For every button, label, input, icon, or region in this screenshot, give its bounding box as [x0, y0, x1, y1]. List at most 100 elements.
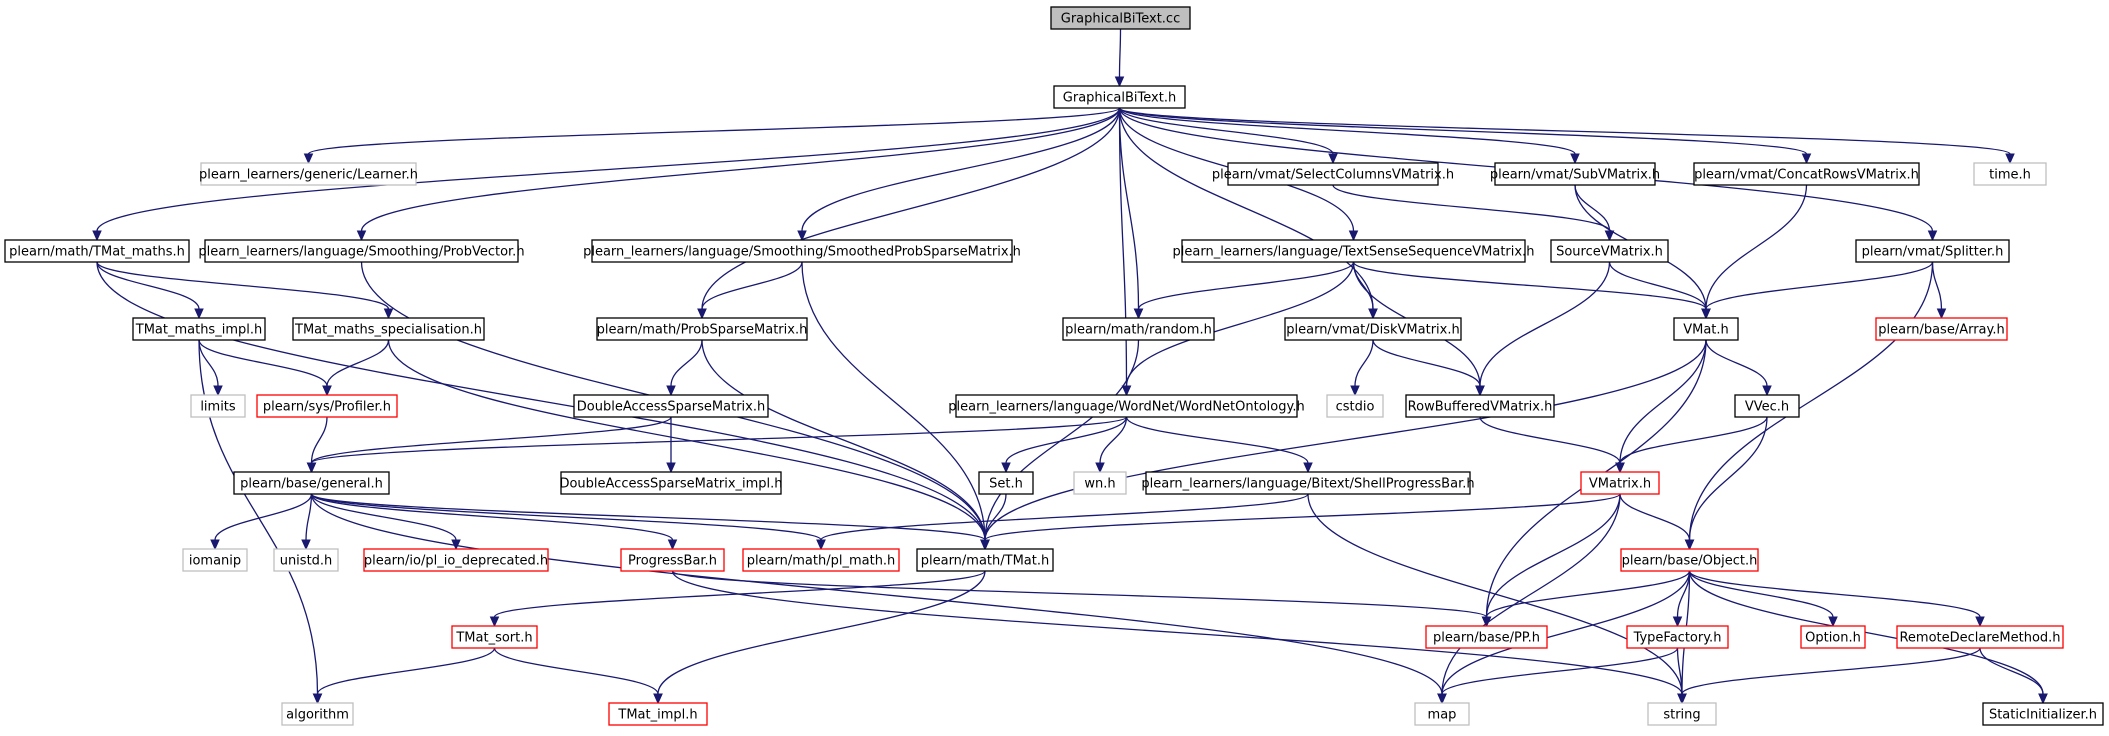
edge-concat-to-vmat	[1705, 184, 1808, 310]
node-wnh-box	[1073, 471, 1127, 495]
arrowhead-textsense-to-diskv	[1368, 308, 1378, 320]
edge-vmat-to-tmat	[984, 339, 1707, 541]
arrowhead-wordnet-to-shellprog	[1303, 462, 1313, 474]
node-vmatrix[interactable]: VMatrix.h	[1580, 471, 1660, 495]
arrowhead-vvec-to-vmatrix	[1615, 462, 1625, 474]
node-algorithm-box	[281, 702, 354, 726]
node-pp-box	[1425, 625, 1548, 649]
edge-shellprog-to-plmath	[820, 493, 1309, 541]
arrowhead-general-to-tmat	[980, 539, 990, 551]
edge-wordnet-to-seth	[1005, 416, 1128, 464]
edge-object-to-remote	[1688, 570, 1981, 618]
node-array[interactable]: plearn/base/Array.h	[1875, 317, 2008, 341]
node-probsparse[interactable]: plearn/math/ProbSparseMatrix.h	[596, 317, 808, 341]
node-vvec[interactable]: VVec.h	[1734, 394, 1800, 418]
node-wordnet-label: plearn_learners/language/WordNet/WordNet…	[948, 400, 1304, 415]
node-concat[interactable]: plearn/vmat/ConcatRowsVMatrix.h	[1693, 162, 1920, 186]
node-option[interactable]: Option.h	[1800, 625, 1866, 649]
node-timeh-box	[1973, 162, 2047, 186]
node-textsense[interactable]: plearn_learners/language/TextSenseSequen…	[1173, 239, 1535, 263]
edge-textsense-to-wordnet	[1125, 261, 1355, 387]
edge-general-to-unistd	[305, 493, 313, 541]
node-wnh: wn.h	[1073, 471, 1127, 495]
node-splitter[interactable]: plearn/vmat/Splitter.h	[1855, 239, 2010, 263]
node-object-box	[1620, 548, 1759, 572]
node-rowbuf-box	[1405, 394, 1555, 418]
arrowhead-gbt-to-learner	[303, 153, 314, 165]
edge-tmimpl-to-profiler	[198, 339, 328, 387]
node-option-label: Option.h	[1805, 631, 1861, 646]
node-plio-label: plearn/io/pl_io_deprecated.h	[364, 554, 548, 569]
node-pp[interactable]: plearn/base/PP.h	[1425, 625, 1548, 649]
node-tmspec[interactable]: TMat_maths_specialisation.h	[292, 317, 485, 341]
arrowhead-object-to-option	[1828, 616, 1838, 628]
edge-tmspec-to-tmat	[387, 339, 986, 541]
edge-dasm-to-general	[310, 416, 672, 464]
node-typefac[interactable]: TypeFactory.h	[1626, 625, 1729, 649]
edge-splitter-to-object	[1688, 261, 1934, 541]
node-vmat[interactable]: VMat.h	[1673, 317, 1739, 341]
node-tmatmaths[interactable]: plearn/math/TMat_maths.h	[4, 239, 190, 263]
node-smoothed[interactable]: plearn_learners/language/Smoothing/Smoot…	[583, 239, 1021, 263]
edge-typefac-to-string	[1676, 647, 1683, 695]
arrowhead-general-to-iomanip	[210, 539, 220, 551]
arrowhead-wordnet-to-seth	[1001, 462, 1011, 474]
node-tmat[interactable]: plearn/math/TMat.h	[916, 548, 1054, 572]
node-progress[interactable]: ProgressBar.h	[620, 548, 725, 572]
node-dasmimpl-box	[560, 471, 782, 495]
node-probvec[interactable]: plearn_learners/language/Smoothing/ProbV…	[198, 239, 525, 263]
node-concat-label: plearn/vmat/ConcatRowsVMatrix.h	[1694, 168, 1919, 183]
node-dasmimpl-label: DoubleAccessSparseMatrix_impl.h	[559, 477, 782, 492]
node-plmath[interactable]: plearn/math/pl_math.h	[742, 548, 900, 572]
node-object[interactable]: plearn/base/Object.h	[1620, 548, 1759, 572]
node-staticinit-box	[1982, 702, 2104, 726]
node-wordnet[interactable]: plearn_learners/language/WordNet/WordNet…	[948, 394, 1305, 418]
node-iomanip-box	[182, 548, 248, 572]
edge-gbt-to-selcol	[1118, 107, 1334, 155]
arrowhead-tmimpl-to-limits	[213, 385, 223, 397]
node-selcol[interactable]: plearn/vmat/SelectColumnsVMatrix.h	[1212, 162, 1454, 186]
node-learner: plearn_learners/generic/Learner.h	[199, 162, 418, 186]
edge-gbt-to-diskv	[1118, 107, 1374, 310]
node-dasmimpl[interactable]: DoubleAccessSparseMatrix_impl.h	[559, 471, 783, 495]
node-rowbuf-label: RowBufferedVMatrix.h	[1408, 400, 1553, 415]
node-tmimpl-box	[132, 317, 266, 341]
edge-rowbuf-to-vmatrix	[1479, 416, 1621, 464]
node-tmimplh[interactable]: TMat_impl.h	[608, 702, 708, 726]
arrowhead-vmatrix-to-object	[1684, 539, 1695, 551]
node-subv[interactable]: plearn/vmat/SubVMatrix.h	[1490, 162, 1660, 186]
node-plio[interactable]: plearn/io/pl_io_deprecated.h	[363, 548, 549, 572]
edge-object-to-option	[1688, 570, 1834, 618]
node-vmatrix-label: VMatrix.h	[1589, 477, 1651, 492]
node-dasm[interactable]: DoubleAccessSparseMatrix.h	[573, 394, 769, 418]
node-string-box	[1647, 702, 1717, 726]
edge-smoothed-to-probsparse	[701, 261, 803, 310]
node-cstdio-box	[1326, 394, 1384, 418]
node-staticinit[interactable]: StaticInitializer.h	[1982, 702, 2104, 726]
arrowhead-object-to-pp	[1481, 616, 1492, 628]
node-profiler[interactable]: plearn/sys/Profiler.h	[256, 394, 398, 418]
node-sourcev[interactable]: SourceVMatrix.h	[1550, 239, 1669, 263]
node-random[interactable]: plearn/math/random.h	[1062, 317, 1215, 341]
arrowhead-gbt-to-concat	[1801, 153, 1812, 165]
edge-smoothed-to-tmat	[801, 261, 986, 541]
node-seth[interactable]: Set.h	[978, 471, 1034, 495]
node-shellprog[interactable]: plearn_learners/language/Bitext/ShellPro…	[1141, 471, 1475, 495]
node-rowbuf[interactable]: RowBufferedVMatrix.h	[1405, 394, 1555, 418]
node-smoothed-box	[591, 239, 1013, 263]
node-general[interactable]: plearn/base/general.h	[233, 471, 390, 495]
node-cstdio: cstdio	[1326, 394, 1384, 418]
node-algorithm: algorithm	[281, 702, 354, 726]
arrowhead-gbt-to-timeh	[2005, 153, 2015, 165]
node-remote[interactable]: RemoteDeclareMethod.h	[1896, 625, 2064, 649]
node-gbt[interactable]: GraphicalBiText.h	[1053, 85, 1186, 109]
node-concat-box	[1693, 162, 1920, 186]
arrowhead-general-to-plmath	[816, 539, 826, 551]
node-tmimpl[interactable]: TMat_maths_impl.h	[132, 317, 266, 341]
edge-gbt-to-random	[1118, 107, 1140, 310]
node-diskv-label: plearn/vmat/DiskVMatrix.h	[1286, 323, 1459, 338]
node-diskv[interactable]: plearn/vmat/DiskVMatrix.h	[1284, 317, 1462, 341]
node-tmsort[interactable]: TMat_sort.h	[451, 625, 538, 649]
edge-textsense-to-vmat	[1352, 261, 1707, 310]
node-algorithm-label: algorithm	[286, 708, 349, 723]
